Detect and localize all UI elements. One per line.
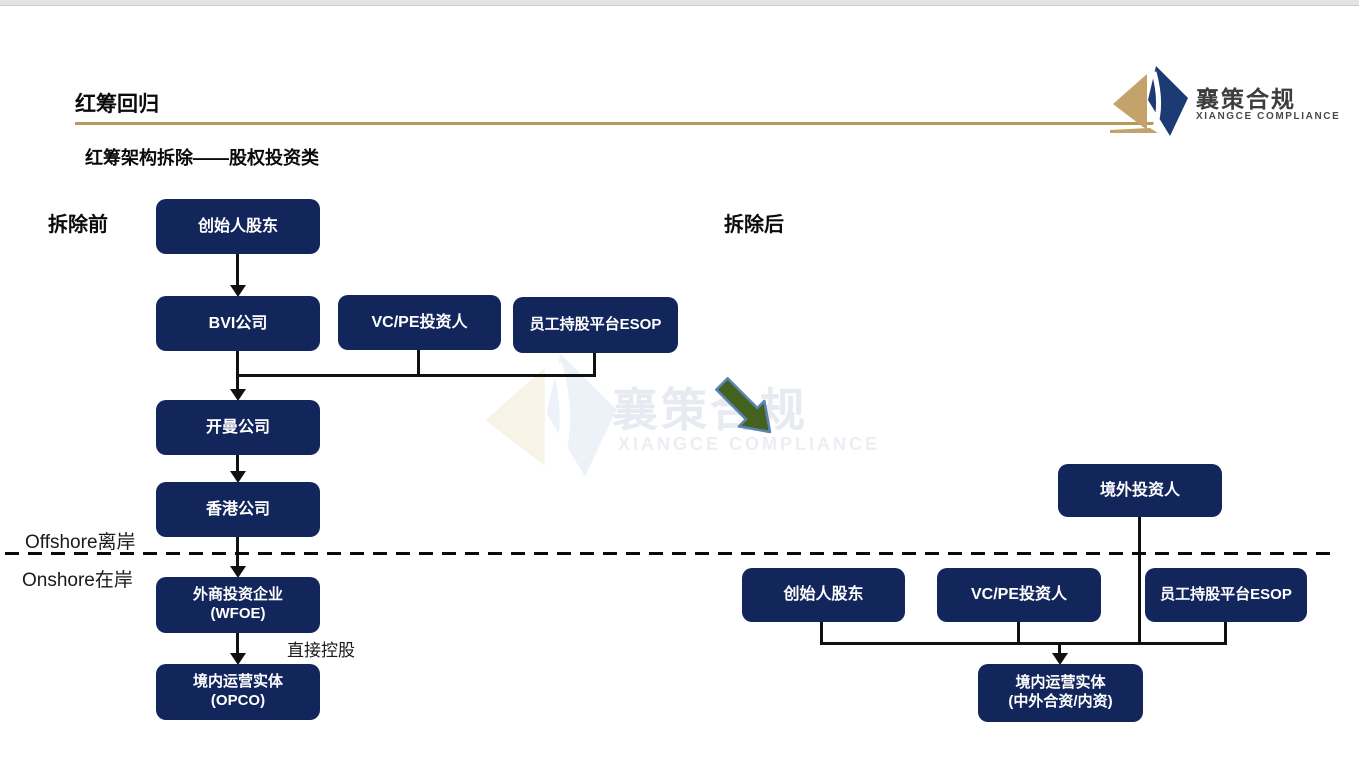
slide-subtitle: 红筹架构拆除——股权投资类 (85, 148, 319, 168)
before-wfoe-box: 外商投资企业 (WFOE) (156, 577, 320, 633)
box-label: 员工持股平台ESOP (1160, 585, 1292, 603)
connector (1058, 643, 1061, 654)
box-label: 创始人股东 (197, 217, 278, 235)
after-esop-platform-box: 员工持股平台ESOP (1145, 568, 1307, 622)
arrowhead-icon (230, 566, 246, 578)
box-label: 境外投资人 (1099, 481, 1180, 499)
title-divider (75, 122, 1157, 125)
box-label: (WFOE) (210, 605, 266, 622)
arrowhead-icon (230, 653, 246, 665)
connector (1138, 517, 1141, 645)
connector (820, 642, 1227, 645)
before-vcpe-investors-box: VC/PE投资人 (338, 295, 501, 350)
after-vcpe-investors-box: VC/PE投资人 (937, 568, 1101, 622)
before-hongkong-company-box: 香港公司 (156, 482, 320, 537)
box-label: 开曼公司 (205, 418, 270, 436)
box-label: BVI公司 (208, 314, 268, 332)
box-label: VC/PE投资人 (371, 313, 468, 331)
connector (820, 622, 823, 644)
connector (236, 537, 239, 566)
after-founder-shareholders-box: 创始人股东 (742, 568, 905, 622)
box-label: 外商投资企业 (192, 586, 283, 604)
company-logo-name: 襄策合规 (1196, 86, 1296, 112)
connector (236, 455, 239, 472)
connector (1017, 622, 1020, 644)
transition-green-arrow-icon (715, 377, 772, 434)
connector (236, 633, 239, 654)
window-top-edge (0, 0, 1359, 6)
before-founder-shareholders-box: 创始人股东 (156, 199, 320, 254)
connector (236, 254, 239, 286)
box-label: 创始人股东 (783, 586, 864, 603)
box-label: 境内运营实体 (1015, 674, 1106, 692)
before-dismantle-label: 拆除前 (48, 214, 108, 236)
box-label: 员工持股平台ESOP (529, 315, 662, 333)
watermark-logo-mark-icon (485, 353, 617, 477)
box-label: VC/PE投资人 (970, 586, 1068, 603)
company-logo-subtext: XIANGCE COMPLIANCE (1196, 111, 1341, 122)
after-domestic-opco-box: 境内运营实体 (中外合资/内资) (978, 664, 1143, 722)
before-bvi-company-box: BVI公司 (156, 296, 320, 351)
box-label: 境内运营实体 (192, 673, 283, 691)
before-cayman-company-box: 开曼公司 (156, 400, 320, 455)
direct-holding-label: 直接控股 (287, 641, 355, 660)
arrowhead-icon (1052, 653, 1068, 665)
box-label: (中外合资/内资) (1008, 693, 1113, 710)
arrowhead-icon (230, 285, 246, 297)
connector (1224, 622, 1227, 644)
after-dismantle-label: 拆除后 (724, 214, 784, 236)
box-label: (OPCO) (210, 692, 266, 709)
box-label: 香港公司 (205, 500, 270, 518)
offshore-label: Offshore离岸 (25, 532, 136, 553)
company-logo-icon (1110, 66, 1188, 136)
onshore-label: Onshore在岸 (22, 570, 133, 591)
connector (236, 374, 596, 377)
before-esop-platform-box: 员工持股平台ESOP (513, 297, 678, 353)
arrowhead-icon (230, 389, 246, 401)
connector (236, 351, 239, 389)
arrowhead-icon (230, 471, 246, 483)
after-offshore-investors-box: 境外投资人 (1058, 464, 1222, 517)
before-opco-box: 境内运营实体 (OPCO) (156, 664, 320, 720)
connector (417, 350, 420, 377)
page-title: 红筹回归 (75, 93, 159, 116)
offshore-onshore-boundary (5, 552, 1330, 555)
